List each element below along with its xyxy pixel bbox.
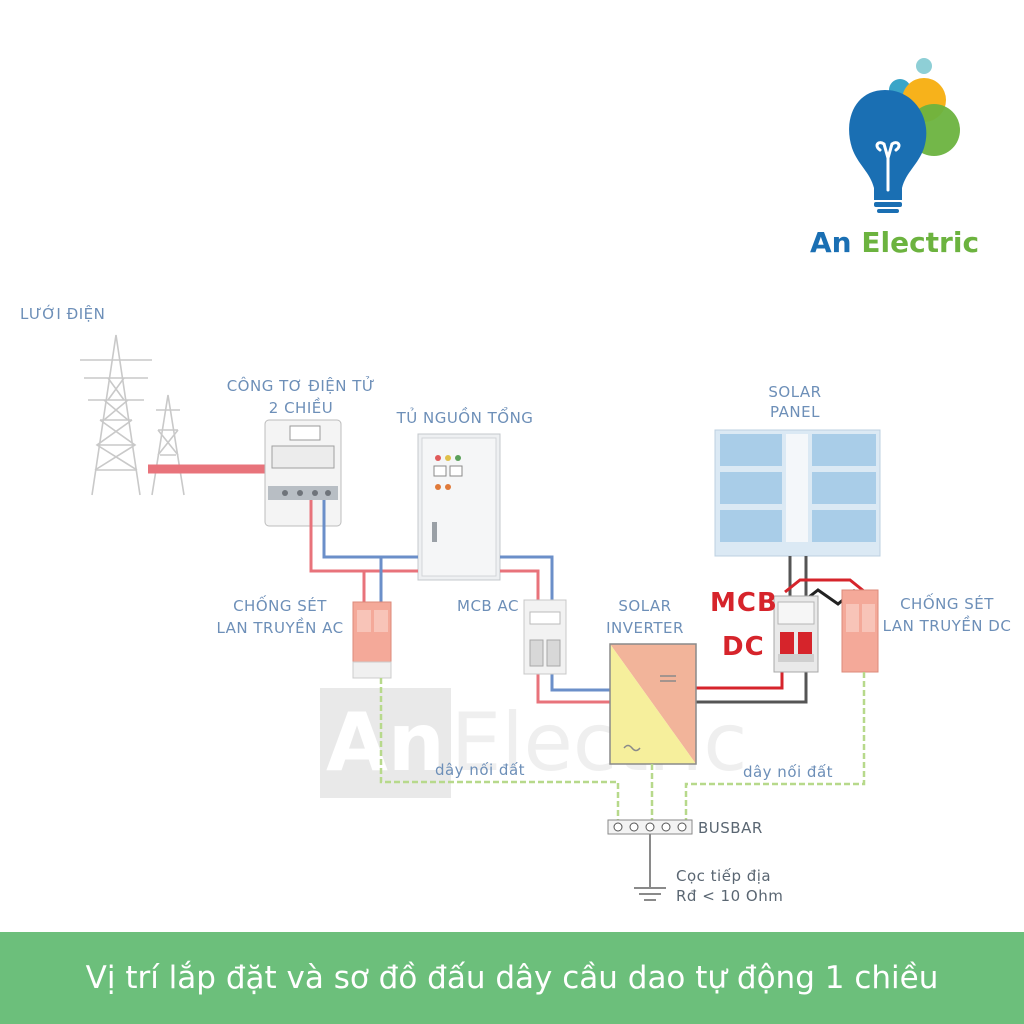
brand-name: An Electric xyxy=(810,226,979,259)
label-surge-ac-line1: CHỐNG SÉT xyxy=(233,597,327,615)
footer-caption: Vị trí lắp đặt và sơ đồ đấu dây cầu dao … xyxy=(85,960,939,996)
watermark-part2: Electric xyxy=(450,696,748,789)
ground-wiring xyxy=(379,672,866,822)
mcb-dc-icon xyxy=(773,595,819,673)
mcb-ac-icon xyxy=(523,599,567,675)
watermark: AnElectric xyxy=(320,688,747,798)
transmission-tower-icon xyxy=(80,334,185,496)
wiring-diagram xyxy=(80,58,960,901)
label-surge-ac-line2: LAN TRUYỀN AC xyxy=(216,619,344,637)
label-main-panel: TỦ NGUỒN TỔNG xyxy=(396,409,534,427)
solar-inverter-icon xyxy=(609,643,697,765)
label-mcb-dc-line1: MCB xyxy=(710,588,778,618)
logo-bulb-icon xyxy=(849,58,960,213)
label-ground-rod-line2: Rđ < 10 Ohm xyxy=(676,887,784,905)
label-ground-wire-right: dây nối đất xyxy=(742,763,834,781)
main-distribution-panel-icon xyxy=(417,433,501,581)
ground-symbol-icon xyxy=(634,834,666,901)
solar-panel-icon xyxy=(714,429,881,557)
surge-protector-ac-icon xyxy=(352,601,392,679)
label-inverter-line2: INVERTER xyxy=(606,619,684,637)
label-solar-panel-line2: PANEL xyxy=(770,403,820,421)
label-meter-line2: 2 CHIỀU xyxy=(268,399,334,417)
electric-meter-icon xyxy=(264,419,342,527)
watermark-part1: An xyxy=(320,688,451,798)
label-meter-line1: CÔNG TƠ ĐIỆN TỬ xyxy=(226,377,376,395)
label-surge-dc-line1: CHỐNG SÉT xyxy=(900,595,994,613)
label-surge-dc-line2: LAN TRUYỀN DC xyxy=(882,617,1012,635)
brand-part1: An xyxy=(810,226,852,259)
label-ground-rod-line1: Cọc tiếp địa xyxy=(676,867,772,885)
label-inverter-line1: SOLAR xyxy=(618,597,672,615)
ac-wiring xyxy=(309,500,610,704)
label-solar-panel-line1: SOLAR xyxy=(768,383,822,401)
label-mcb-ac: MCB AC xyxy=(457,597,519,615)
label-mcb-dc-line2: DC xyxy=(722,632,765,662)
label-busbar: BUSBAR xyxy=(698,819,763,837)
busbar-icon xyxy=(607,819,693,835)
footer-banner: Vị trí lắp đặt và sơ đồ đấu dây cầu dao … xyxy=(0,932,1024,1024)
surge-protector-dc-icon xyxy=(841,589,879,673)
label-ground-wire-left: dây nối đất xyxy=(434,761,526,779)
label-grid: LƯỚI ĐIỆN xyxy=(20,305,106,323)
brand-part2: Electric xyxy=(861,226,980,259)
